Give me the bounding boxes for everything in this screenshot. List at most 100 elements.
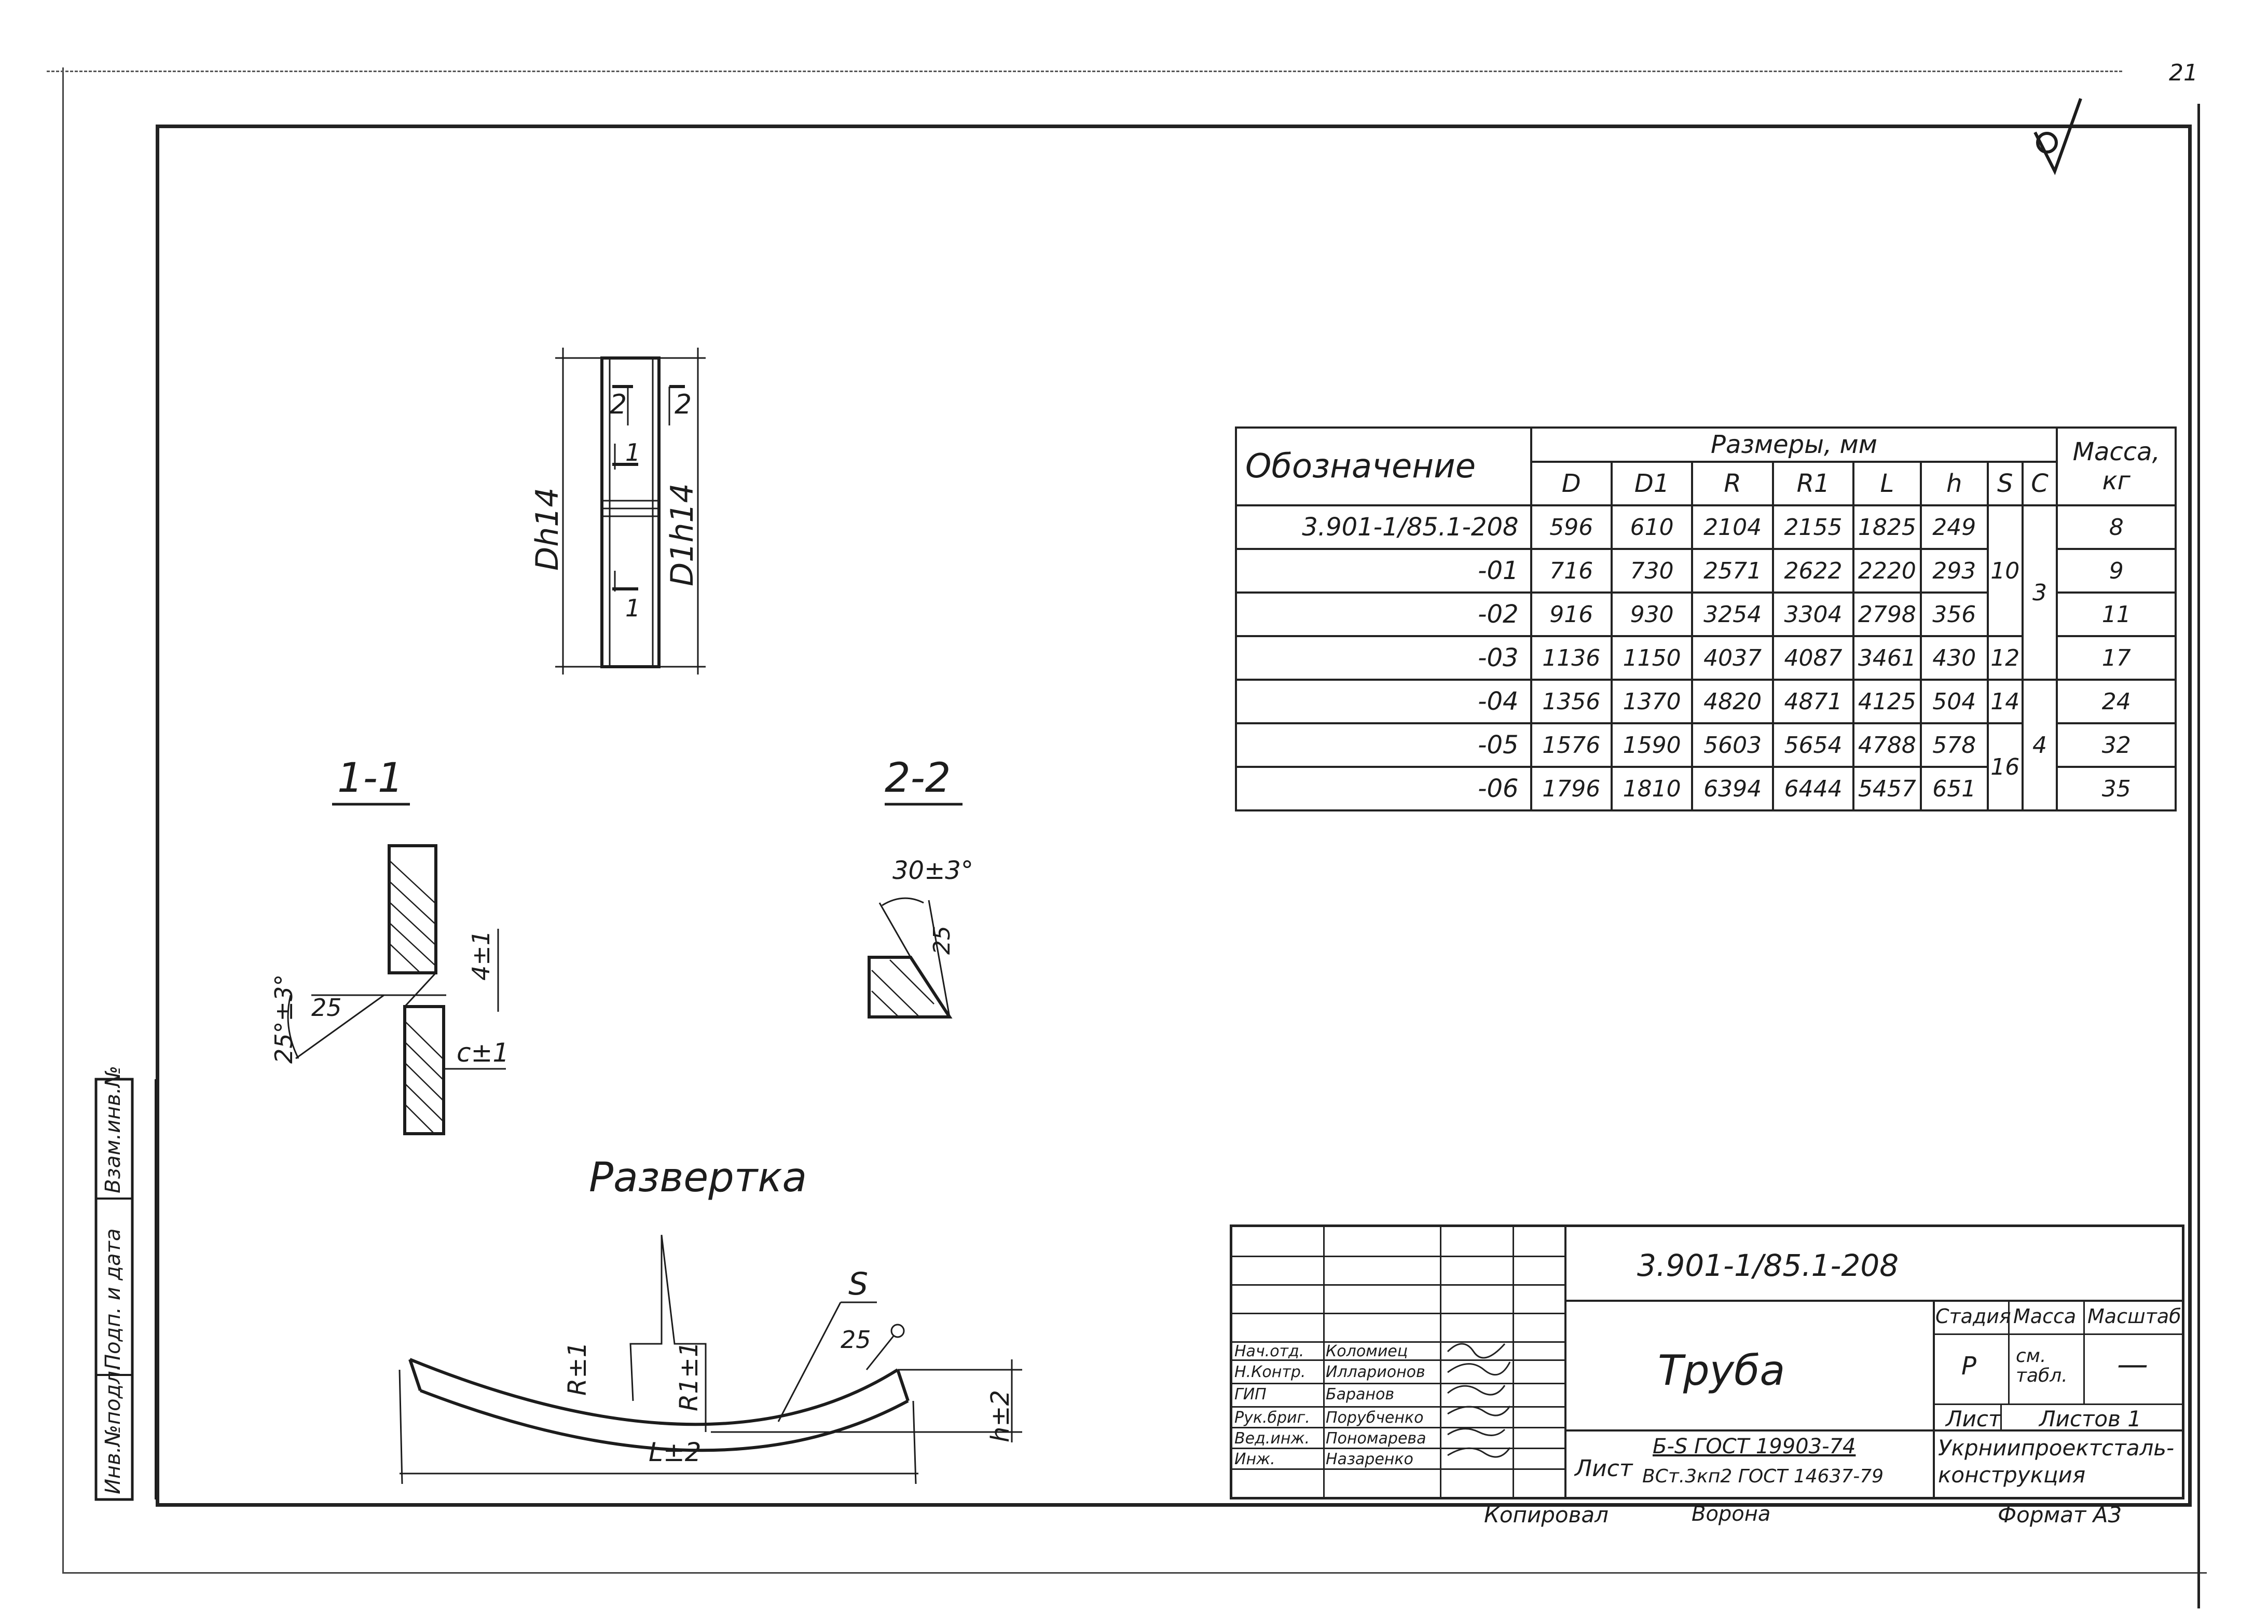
section-1-bevel-angle: 25°±3° xyxy=(270,974,298,1064)
cell-mass: 8 xyxy=(2056,504,2177,550)
cell-c: 3 xyxy=(2021,504,2058,681)
title-name: Труба xyxy=(1658,1346,1785,1395)
cell-d1: 610 xyxy=(1610,504,1694,550)
dev-label-bevel: 25 xyxy=(841,1326,871,1354)
cell-r1: 5654 xyxy=(1771,722,1855,768)
plan-dim-d: Dh14 xyxy=(529,487,566,571)
material-line1: Б-S ГОСТ 19903-74 xyxy=(1653,1435,1856,1458)
table-row: -06 1796 1810 6394 6444 5457 651 35 xyxy=(1235,766,2177,811)
col-d1: D1 xyxy=(1610,461,1694,506)
material-prefix: Лист xyxy=(1575,1455,1633,1482)
section-1-thickness: 4±1 xyxy=(467,930,495,981)
cell-d: 596 xyxy=(1530,504,1613,550)
section-1-bevel-depth: 25 xyxy=(311,994,342,1022)
row-designation: -02 xyxy=(1235,591,1532,637)
name-6: Назаренко xyxy=(1326,1450,1413,1468)
cell-s: 14 xyxy=(1986,679,2024,724)
mass-value: см. табл. xyxy=(2016,1345,2068,1386)
cell-d1: 730 xyxy=(1610,548,1694,594)
cell-d: 1356 xyxy=(1530,679,1613,724)
cell-h: 651 xyxy=(1919,766,1989,811)
cell-mass: 17 xyxy=(2056,635,2177,681)
cell-r: 3254 xyxy=(1691,591,1774,637)
cell-h: 578 xyxy=(1919,722,1989,768)
format-label: Формат А3 xyxy=(1998,1502,2122,1527)
cell-h: 249 xyxy=(1919,504,1989,550)
cell-s: 12 xyxy=(1986,635,2024,681)
table-row: -05 1576 1590 5603 5654 4788 578 16 32 xyxy=(1235,722,2177,811)
name-5: Пономарева xyxy=(1326,1429,1426,1448)
row-designation: -06 xyxy=(1235,766,1532,811)
cell-d1: 1590 xyxy=(1610,722,1694,768)
name-4: Порубченко xyxy=(1326,1409,1424,1427)
col-l: L xyxy=(1852,461,1922,506)
drawing-frame xyxy=(156,125,2192,1507)
sheet-number: 21 xyxy=(2169,60,2198,86)
role-5: Вед.инж. xyxy=(1234,1429,1310,1448)
stamp-sign-label: Подп. и дата xyxy=(101,1228,125,1370)
cell-l: 5457 xyxy=(1852,766,1922,811)
section-1-gap: c±1 xyxy=(457,1038,510,1068)
sheets-label: Листов 1 xyxy=(2039,1406,2141,1432)
cell-d: 1576 xyxy=(1530,722,1613,768)
row-designation: -05 xyxy=(1235,722,1532,768)
cell-mass: 32 xyxy=(2056,722,2177,768)
section-1-title: 1-1 xyxy=(337,755,404,802)
role-6: Инж. xyxy=(1234,1450,1275,1468)
material-line2: ВСт.3кп2 ГОСТ 14637-79 xyxy=(1642,1466,1884,1487)
cell-s: 16 xyxy=(1986,722,2024,811)
cell-h: 430 xyxy=(1919,635,1989,681)
right-frame-line xyxy=(2197,104,2200,1608)
table-row: -03 1136 1150 4037 4087 3461 430 12 17 xyxy=(1235,635,2177,681)
dev-label-r1: R1±1 xyxy=(675,1341,704,1411)
cell-mass: 11 xyxy=(2056,591,2177,637)
sheet-label: Лист xyxy=(1946,1406,2001,1432)
section-2-angle: 30±3° xyxy=(892,856,973,885)
cell-d1: 1370 xyxy=(1610,679,1694,724)
cell-r: 4037 xyxy=(1691,635,1774,681)
spec-table: Обозначение Размеры, мм Масса, кг D D1 R… xyxy=(1235,426,2177,811)
row-designation: -03 xyxy=(1235,635,1532,681)
title-code: 3.901-1/85.1-208 xyxy=(1637,1248,1899,1283)
cell-r: 4820 xyxy=(1691,679,1774,724)
cell-mass: 9 xyxy=(2056,548,2177,594)
role-1: Нач.отд. xyxy=(1234,1342,1304,1360)
sizes-header: Размеры, мм xyxy=(1530,426,2058,463)
dev-label-l: L±2 xyxy=(649,1437,702,1467)
cell-d: 916 xyxy=(1530,591,1613,637)
cell-r: 2571 xyxy=(1691,548,1774,594)
marker-1-top: 1 xyxy=(625,438,641,466)
table-row: -04 1356 1370 4820 4871 4125 504 14 4 24 xyxy=(1235,679,2177,811)
table-row: -01 716 730 2571 2622 2220 293 9 xyxy=(1235,548,2177,594)
col-r: R xyxy=(1691,461,1774,506)
cell-l: 2798 xyxy=(1852,591,1922,637)
plan-dim-d1: D1h14 xyxy=(664,483,700,586)
stamp-inv-label: Инв.№подл. xyxy=(101,1364,125,1494)
marker-2-left: 2 xyxy=(610,389,627,420)
name-1: Коломиец xyxy=(1326,1342,1408,1360)
cell-r: 6394 xyxy=(1691,766,1774,811)
col-r1: R1 xyxy=(1771,461,1855,506)
stamp-replace-label: Взам.инв.№ xyxy=(101,1065,125,1193)
top-dashed-line xyxy=(47,71,2122,72)
title-block: 3.901-1/85.1-208 Труба Стадия Масса Масш… xyxy=(1230,1224,2184,1499)
section-2-title: 2-2 xyxy=(885,755,951,802)
col-s: S xyxy=(1986,461,2024,506)
name-2: Илларионов xyxy=(1326,1363,1425,1381)
scale-label: Масштаб xyxy=(2087,1305,2181,1328)
row-designation: 3.901-1/85.1-208 xyxy=(1235,504,1532,550)
cell-s: 10 xyxy=(1986,504,2024,637)
role-3: ГИП xyxy=(1234,1385,1267,1403)
table-row: -02 916 930 3254 3304 2798 356 11 xyxy=(1235,591,2177,637)
cell-mass: 35 xyxy=(2056,766,2177,811)
stage-value: Р xyxy=(1961,1352,1976,1381)
section-2-depth: 25 xyxy=(929,926,955,955)
cell-l: 2220 xyxy=(1852,548,1922,594)
marker-1-bottom: 1 xyxy=(625,594,641,622)
col-c: C xyxy=(2021,461,2058,506)
designation-header: Обозначение xyxy=(1235,426,1532,506)
cell-h: 356 xyxy=(1919,591,1989,637)
development-title: Развертка xyxy=(589,1154,807,1201)
table-row: 3.901-1/85.1-208 596 610 2104 2155 1825 … xyxy=(1235,504,2177,681)
